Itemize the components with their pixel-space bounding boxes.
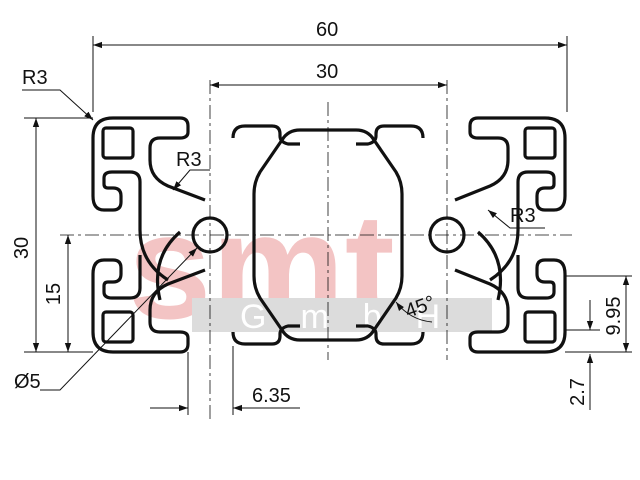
outline-right-slot-top [489, 138, 567, 282]
pocket-bottom-right [523, 310, 557, 344]
web-left [155, 230, 182, 301]
leader-r3-inner-right [487, 209, 545, 229]
web-right [476, 230, 503, 301]
radius-inner-left-label: R3 [176, 149, 202, 171]
profile-outline [91, 116, 567, 354]
pocket-bottom-left [101, 310, 135, 344]
watermark-logo: smt GmbH [128, 182, 492, 350]
dimension-texts: 60 30 30 15 6.35 9.95 2.7 Ø5 R3 R3 R3 45… [11, 19, 625, 407]
dim-6-35-label: 6.35 [252, 385, 291, 407]
angle-arc [395, 301, 433, 323]
pocket-top-right [523, 126, 557, 160]
leader-r3-inner-left [172, 169, 210, 191]
dim-15-label: 15 [43, 283, 65, 305]
outline-bottom-left [91, 268, 206, 354]
outline-bottom-right [454, 268, 567, 354]
watermark-sub-text: GmbH [240, 298, 474, 336]
leader-r3-outer [22, 89, 94, 121]
watermark-band [192, 298, 492, 332]
dim-bore-label: Ø5 [14, 371, 41, 393]
outline-left-slot-bottom [91, 255, 142, 332]
outline-top-mid-left [231, 124, 300, 146]
outline-top-left [91, 116, 206, 202]
outline-left-slot-top [91, 138, 169, 282]
radius-inner-right-label: R3 [510, 205, 536, 227]
outline-top-right [454, 116, 567, 202]
leader-bore [40, 247, 198, 391]
dim-30-left-label: 30 [11, 237, 33, 259]
dimension-lines [22, 36, 632, 415]
pocket-top-left [101, 126, 135, 160]
outline-top-mid-right [356, 124, 425, 146]
dim-2-7-label: 2.7 [567, 378, 589, 406]
bore-right [428, 216, 466, 254]
center-lines [60, 80, 572, 420]
bore-left [191, 216, 229, 254]
dim-60-label: 60 [316, 19, 338, 41]
outline-right-slot-bottom [516, 255, 567, 332]
dim-30-top-label: 30 [316, 61, 338, 83]
dim-9-95-label: 9.95 [603, 297, 625, 336]
center-core [252, 128, 404, 342]
radius-outer-label: R3 [22, 67, 48, 89]
